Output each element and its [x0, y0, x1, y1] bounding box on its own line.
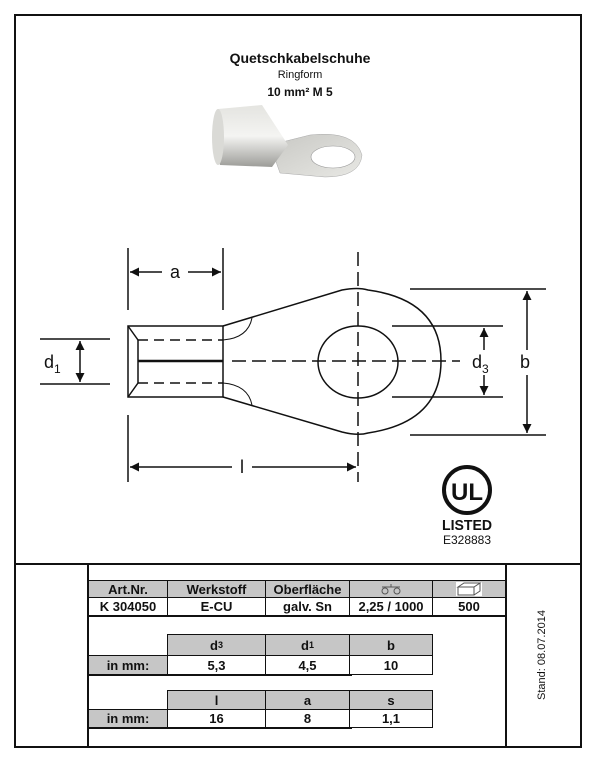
header-b: b — [349, 634, 433, 656]
header-l: l — [167, 690, 266, 710]
page-frame — [14, 14, 582, 748]
header-s: s — [349, 690, 433, 710]
dim-label-l: l — [240, 457, 244, 477]
a-value: 8 — [265, 709, 350, 728]
l-value: 16 — [167, 709, 266, 728]
left-column-divider — [87, 563, 89, 746]
header-weight — [349, 580, 433, 598]
box-icon — [456, 582, 482, 596]
header-werkstoff: Werkstoff — [167, 580, 266, 598]
product-spec: 10 mm² M 5 — [267, 85, 333, 99]
ul-logo-text: UL — [451, 479, 483, 506]
stand-date: Stand: 08.07.2014 — [536, 610, 548, 700]
d3-value: 5,3 — [167, 655, 266, 675]
right-column-divider — [505, 563, 507, 746]
header-a: a — [265, 690, 350, 710]
werkstoff-value: E-CU — [167, 597, 266, 616]
technical-drawing: a l d1 d3 b UL LISTED E328883 — [40, 248, 546, 547]
pack-qty-value: 500 — [432, 597, 506, 616]
section-divider — [14, 563, 580, 565]
header-art-nr: Art.Nr. — [88, 580, 168, 598]
file-number: E328883 — [443, 533, 491, 547]
dim-label-d3: d3 — [472, 352, 489, 376]
product-subtitle: Ringform — [277, 69, 323, 81]
header-pack-qty — [432, 580, 506, 598]
d1-value: 4,5 — [265, 655, 350, 675]
divider — [87, 674, 352, 676]
row-label: in mm: — [88, 655, 168, 675]
b-value: 10 — [349, 655, 433, 675]
divider — [87, 727, 352, 729]
weight-icon — [381, 584, 401, 595]
ul-listed-logo: UL LISTED E328883 — [442, 465, 492, 547]
header-oberflaeche: Oberfläche — [265, 580, 350, 598]
dim-label-a: a — [170, 262, 181, 282]
divider — [87, 615, 507, 617]
art-nr-value: K 304050 — [88, 597, 168, 616]
dim-label-b: b — [520, 352, 530, 372]
product-image — [212, 105, 363, 178]
product-title: Quetschkabelschuhe — [229, 50, 371, 66]
row-label: in mm: — [88, 709, 168, 728]
dim-label-d1: d1 — [44, 352, 61, 376]
s-value: 1,1 — [349, 709, 433, 728]
oberflaeche-value: galv. Sn — [265, 597, 350, 616]
weight-value: 2,25 / 1000 — [349, 597, 433, 616]
listed-text: LISTED — [442, 517, 492, 534]
